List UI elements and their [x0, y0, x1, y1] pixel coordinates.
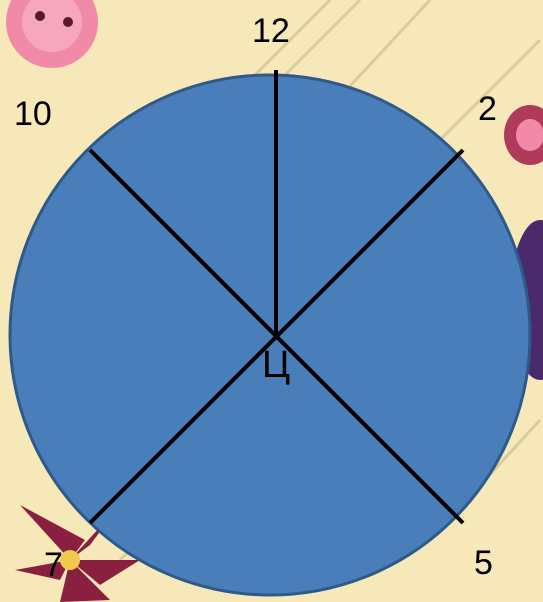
label-12: 12 [252, 14, 290, 48]
center-label: Ц [262, 346, 290, 384]
label-7: 7 [44, 548, 63, 582]
label-10: 10 [14, 97, 52, 131]
pink-bobbin [504, 105, 543, 165]
pink-button [6, 0, 98, 68]
main-circle [10, 75, 530, 595]
label-2: 2 [478, 92, 497, 126]
label-5: 5 [474, 546, 493, 580]
divided-circle [10, 70, 530, 595]
